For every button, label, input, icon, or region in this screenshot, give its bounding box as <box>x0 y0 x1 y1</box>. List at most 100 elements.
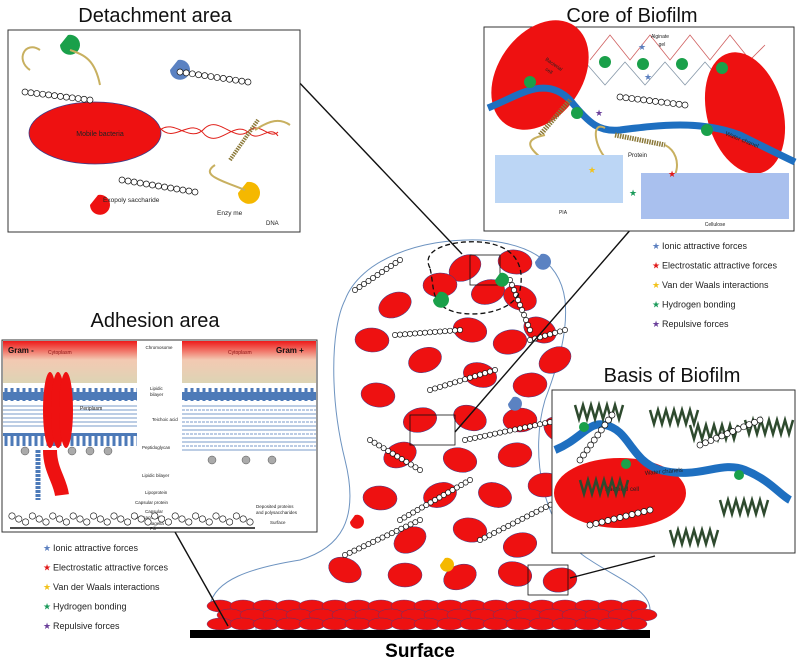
saccharide-unit <box>407 461 414 468</box>
saccharide-unit <box>136 179 144 187</box>
enzyme-blue-icon <box>535 253 551 270</box>
dna-helix <box>578 475 630 499</box>
saccharide-unit <box>412 519 419 526</box>
saccharide-unit <box>542 420 548 427</box>
legend-label: Hydrogen bonding <box>662 300 736 310</box>
deposit-unit <box>137 515 145 523</box>
ion-icon <box>734 470 744 480</box>
bacterial-cell <box>492 329 528 355</box>
saccharide-unit <box>417 517 423 523</box>
dna-helices <box>573 400 795 549</box>
base-bacterium <box>367 617 395 631</box>
saccharide-unit <box>398 525 405 532</box>
saccharide-unit <box>538 506 545 513</box>
saccharide-unit <box>576 456 584 464</box>
deposit-unit <box>90 512 98 520</box>
saccharide-unit <box>495 527 502 534</box>
protein-helix <box>228 118 260 162</box>
enzyme-green-icon <box>433 291 449 308</box>
saccharide-unit <box>587 441 595 449</box>
deposit-unit <box>130 512 138 520</box>
bacterial-cell <box>387 562 423 588</box>
bacterial-cell <box>542 567 578 593</box>
saccharide-unit <box>392 260 399 266</box>
deposit-unit <box>22 518 30 526</box>
saccharide-unit <box>118 176 126 184</box>
saccharide-unit <box>161 183 168 191</box>
saccharide-unit <box>370 275 376 281</box>
saccharide-unit <box>590 436 598 444</box>
capsular-protein <box>85 446 95 456</box>
saccharide-unit <box>403 458 410 465</box>
saccharide-unit <box>669 100 677 107</box>
deposit-unit <box>158 515 166 523</box>
saccharide-unit <box>361 281 367 287</box>
legend-label: Ionic attractive forces <box>53 543 139 553</box>
saccharide-unit <box>505 522 512 529</box>
saccharide-unit <box>447 327 453 334</box>
capsular-protein <box>207 455 217 465</box>
saccharide-unit <box>342 552 348 558</box>
deposit-unit <box>96 515 104 523</box>
saccharide-unit <box>658 98 665 106</box>
saccharide-unit <box>458 482 465 488</box>
saccharide-unit <box>447 380 453 387</box>
saccharide-unit <box>201 72 209 79</box>
saccharide-unit <box>527 327 533 333</box>
teichoic-acid-label: Teichoic acid <box>152 417 178 422</box>
cellulose-label: Cellulose <box>705 222 726 228</box>
saccharide-unit <box>371 439 378 446</box>
saccharide-unit <box>68 94 76 102</box>
bacterial-cell <box>362 485 398 511</box>
bacteria-base-layer <box>206 599 658 631</box>
saccharide-unit <box>244 78 252 86</box>
surface-bar <box>190 630 650 638</box>
saccharide-unit <box>412 464 419 471</box>
deposited-label: and polysaccharides <box>256 510 298 515</box>
bacterial-cell <box>442 447 478 473</box>
deposit-unit <box>212 512 220 520</box>
saccharide-unit <box>486 532 493 539</box>
core-title: Core of Biofilm <box>566 5 697 27</box>
water-channels-label: Water chanels <box>645 468 684 477</box>
peptidoglycan-lines <box>3 405 316 465</box>
saccharide-unit <box>467 374 473 381</box>
saccharide-unit <box>542 332 548 339</box>
enzyme-red-icon <box>350 514 364 529</box>
saccharide-unit <box>437 383 443 390</box>
saccharide-unit <box>394 453 401 460</box>
saccharide-unit <box>392 332 398 338</box>
saccharide-unit <box>389 450 396 457</box>
biofilm-body: Surface <box>190 239 658 662</box>
saccharide-unit <box>532 422 538 429</box>
saccharide-unit <box>45 91 52 99</box>
deposit-unit <box>226 518 234 526</box>
deposit-unit <box>28 512 36 520</box>
saccharide-unit <box>521 312 527 318</box>
saccharide-unit <box>723 430 731 437</box>
saccharide-unit <box>189 70 196 78</box>
saccharide-unit <box>379 534 386 541</box>
detachment-inset-marker <box>409 414 456 446</box>
deposit-unit <box>35 515 43 523</box>
saccharide-unit <box>385 447 392 454</box>
bacterial-cell <box>498 561 532 587</box>
saccharide-unit <box>432 497 438 503</box>
flagella <box>159 127 279 139</box>
base-bacterium <box>528 617 556 631</box>
saccharide-unit <box>182 69 190 77</box>
bacterial-cell <box>452 517 488 543</box>
saccharide-unit <box>423 502 430 508</box>
saccharide-unit <box>527 423 533 430</box>
saccharide-unit <box>427 499 434 506</box>
saccharide-unit <box>367 437 373 443</box>
saccharide-unit <box>442 382 448 389</box>
core-region-outline <box>427 241 522 315</box>
deposit-unit <box>62 518 70 526</box>
bacterial-cell <box>403 407 437 433</box>
cytoplasm-gram-positive <box>182 341 316 383</box>
saccharide-unit <box>207 73 215 80</box>
protein-label: Protein <box>628 153 647 159</box>
saccharide-unit <box>509 282 515 288</box>
deposit-unit <box>192 512 200 520</box>
